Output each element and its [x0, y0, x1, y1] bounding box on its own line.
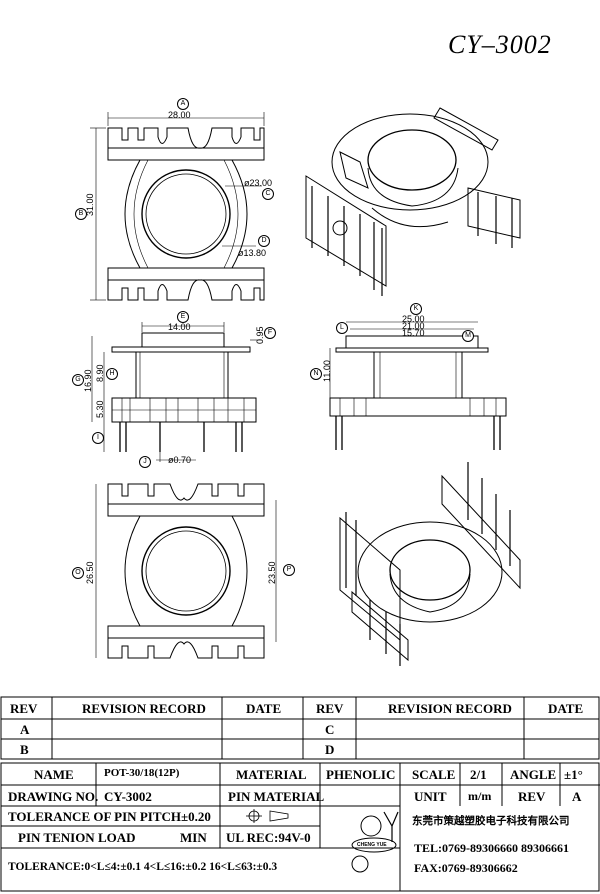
dim-label-a: A [177, 98, 189, 110]
rev-row-d: D [325, 742, 335, 757]
tolerance-note: TOLERANCE:0<L≤4:±0.1 4<L≤16:±0.2 16<L≤63… [8, 861, 278, 873]
revision-record-header-left: REVISION RECORD [82, 701, 206, 716]
pin-material-label: PIN MATERIAL [228, 789, 325, 804]
company-name: 东莞市策越塑胶电子科技有限公司 [412, 815, 570, 827]
logo-text: CHENG YUE [357, 842, 387, 848]
dim-width-value: 28.00 [168, 110, 191, 120]
company-tel: TEL:0769-89306660 89306661 [414, 841, 570, 855]
dim-label-d: D [258, 235, 270, 247]
dim-front-inner-value: 15.70 [402, 328, 425, 338]
name-label: NAME [34, 767, 74, 782]
dim-front-overall-value: 25.00 [402, 314, 425, 324]
dim-label-j: J [139, 456, 151, 468]
ul-rec: UL REC:94V-0 [226, 830, 311, 845]
dim-label-m: M [462, 330, 474, 342]
dim-label-f: F [264, 327, 276, 339]
dim-pin-len-value: 5.30 [95, 400, 105, 418]
dim-overall-value: 16.90 [83, 369, 93, 392]
pin-tension-value: MIN [180, 830, 207, 845]
company-logo [351, 811, 399, 873]
rev-header-right: REV [316, 701, 344, 716]
rev-row-b: B [20, 742, 29, 757]
company-fax: FAX:0769-89306662 [414, 861, 518, 875]
dim-body-value: 8.90 [95, 364, 105, 382]
name-value: POT-30/18(12P) [104, 767, 180, 779]
dim-label-c: C [262, 188, 274, 200]
isometric-view-bottom [339, 462, 521, 666]
material-value: PHENOLIC [326, 767, 396, 782]
unit-label: UNIT [414, 789, 447, 804]
dim-label-l: L [336, 322, 348, 334]
dim-label-h: H [106, 368, 118, 380]
dim-label-p: P [283, 564, 295, 576]
dim-front-mid-value: 21.00 [402, 321, 425, 331]
rev-row-a: A [20, 722, 30, 737]
dim-bottom-inner-value: 23.50 [267, 561, 277, 584]
dim-front-height-value: 11.00 [322, 360, 332, 382]
rev-label: REV [518, 789, 546, 804]
projection-symbol [246, 809, 289, 823]
dim-label-e: E [177, 311, 189, 323]
scale-label: SCALE [412, 767, 456, 782]
angle-label: ANGLE [510, 767, 557, 782]
dim-pin-dia-value: ø0.70 [168, 455, 192, 465]
dim-label-i: I [92, 432, 104, 444]
dim-outer-dia-value: ø23.00 [244, 178, 273, 188]
side-view [91, 322, 262, 462]
angle-value: ±1° [564, 767, 583, 782]
top-view [90, 112, 265, 301]
front-view [329, 321, 507, 450]
dim-label-k: K [410, 303, 422, 315]
date-header-right: DATE [548, 701, 584, 716]
dim-label-n: N [310, 368, 322, 380]
part-number-title: CY–3002 [448, 30, 552, 59]
dim-bottom-height-value: 26.50 [85, 561, 95, 584]
date-header-left: DATE [246, 701, 282, 716]
dim-label-o: O [72, 567, 84, 579]
dim-height-value: 31.00 [85, 193, 95, 216]
unit-value: m/m [468, 789, 492, 803]
scale-value: 2/1 [470, 767, 487, 782]
rev-value: A [572, 789, 582, 804]
rev-header-left: REV [10, 701, 38, 716]
dim-label-b: B [75, 208, 87, 220]
revision-table-lines [0, 696, 600, 760]
rev-row-c: C [325, 722, 335, 737]
pitch-tolerance: TOLERANCE OF PIN PITCH±0.20 [8, 809, 211, 824]
drawing-no-value: CY-3002 [104, 789, 152, 804]
dim-side-width-value: 14.00 [168, 322, 191, 332]
dim-label-g: G [72, 374, 84, 386]
pin-tension-label: PIN TENION LOAD [18, 830, 136, 845]
revision-record-header-right: REVISION RECORD [388, 701, 512, 716]
dim-inner-dia-value: ø13.80 [238, 248, 267, 258]
title-block-lines [0, 762, 600, 892]
isometric-view-top [305, 107, 521, 296]
material-label: MATERIAL [236, 767, 307, 782]
drawing-no-label: DRAWING NO. [8, 789, 99, 804]
bottom-view [95, 483, 277, 659]
